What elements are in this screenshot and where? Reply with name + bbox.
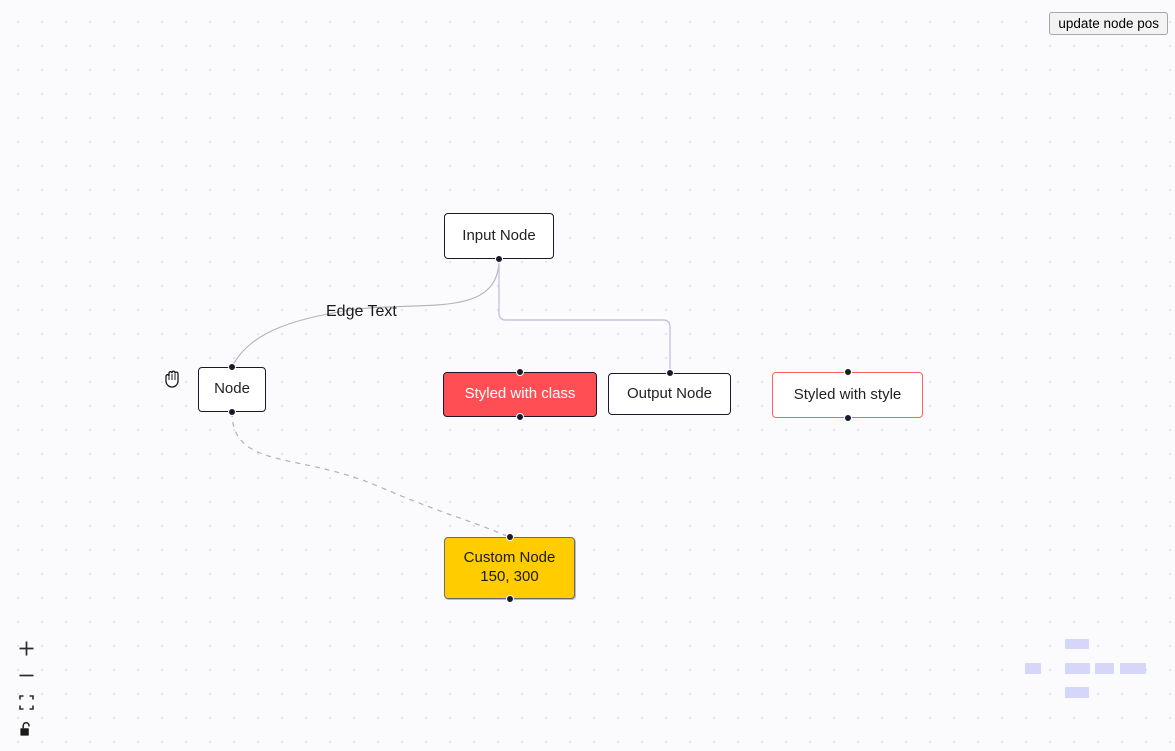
edge-input-to-output — [498, 259, 671, 373]
watermark-block — [1025, 663, 1041, 674]
handle-target-top[interactable] — [665, 369, 674, 377]
handle-target-top[interactable] — [228, 363, 236, 371]
node-label: Node — [214, 380, 250, 398]
flow-controls — [10, 635, 42, 743]
handle-source-bottom[interactable] — [843, 414, 852, 422]
node-output-node[interactable]: Output Node — [608, 369, 731, 415]
minus-icon — [19, 674, 33, 677]
node-styled-with-class[interactable]: Styled with class — [443, 368, 597, 421]
handle-source-bottom[interactable] — [495, 255, 503, 263]
node-label: Styled with class — [464, 385, 576, 403]
watermark-block — [1120, 663, 1146, 674]
edge-node-to-custom — [231, 411, 510, 538]
edge-label-edge-text: Edge Text — [326, 303, 397, 320]
node-label: Styled with style — [793, 385, 902, 403]
fit-view-icon — [18, 695, 34, 710]
node-label: Output Node — [626, 384, 713, 402]
fit-view-button[interactable] — [10, 689, 42, 716]
node-label: Input Node — [462, 226, 536, 244]
watermark-block — [1065, 663, 1090, 674]
handle-target-top[interactable] — [505, 533, 514, 541]
toggle-interactivity-button[interactable] — [10, 716, 42, 743]
zoom-out-button[interactable] — [10, 662, 42, 689]
handle-source-bottom[interactable] — [505, 595, 514, 603]
handle-source-bottom[interactable] — [228, 408, 236, 416]
node-label-line2: 150, 300 — [480, 568, 539, 585]
node-node[interactable]: Node — [198, 363, 266, 416]
update-node-pos-button[interactable]: update node pos — [1049, 12, 1168, 35]
zoom-in-button[interactable] — [10, 635, 42, 662]
lock-icon — [20, 721, 30, 736]
watermark-block — [1065, 687, 1089, 698]
node-input-node[interactable]: Input Node — [444, 213, 554, 263]
handle-target-top[interactable] — [516, 368, 524, 376]
grab-cursor-icon — [165, 370, 179, 388]
node-label-line1: Custom Node — [463, 549, 556, 567]
node-custom-node[interactable]: Custom Node 150, 300 — [444, 533, 575, 603]
plus-icon — [19, 641, 33, 656]
watermark-block — [1065, 639, 1089, 649]
handle-source-bottom[interactable] — [516, 413, 524, 421]
attribution-watermark[interactable] — [1025, 631, 1157, 701]
watermark-block — [1095, 663, 1114, 674]
handle-target-top[interactable] — [843, 368, 852, 376]
node-styled-with-style[interactable]: Styled with style — [772, 368, 923, 422]
